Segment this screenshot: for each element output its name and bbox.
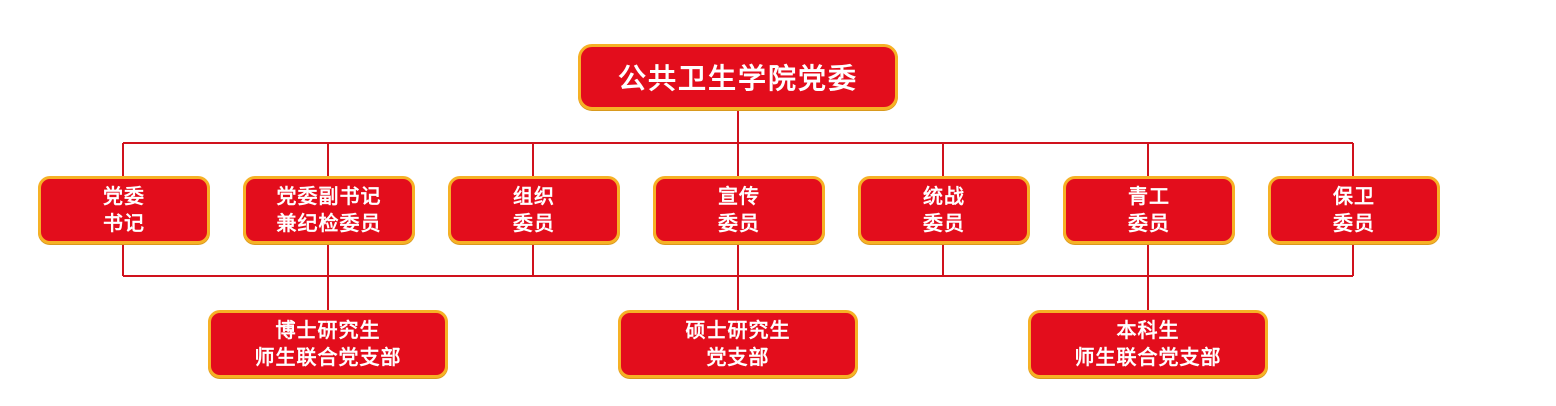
committee-label-line1: 党委: [103, 184, 145, 208]
committee-label-line1: 青工: [1128, 184, 1170, 208]
branch-box-masters: 硕士研究生 党支部: [618, 310, 858, 378]
committee-label-line2: 书记: [103, 211, 145, 235]
committee-box-secretary: 党委 书记: [38, 176, 210, 244]
committee-label-line2: 委员: [923, 211, 965, 235]
committee-box-security: 保卫 委员: [1268, 176, 1440, 244]
committee-label-line1: 组织: [513, 184, 555, 208]
party-committee-label: 公共卫生学院党委: [617, 62, 858, 95]
branch-label-line1: 本科生: [1116, 318, 1180, 342]
committee-label-line2: 委员: [718, 211, 760, 235]
branch-label-line2: 师生联合党支部: [254, 345, 402, 369]
committee-box-youth-work: 青工 委员: [1063, 176, 1235, 244]
committee-label-line2: 委员: [513, 211, 555, 235]
committee-box-united-front: 统战 委员: [858, 176, 1030, 244]
committee-label-line1: 宣传: [718, 184, 760, 208]
branch-label-line1: 硕士研究生: [685, 318, 791, 342]
party-committee-box: 公共卫生学院党委: [578, 44, 898, 110]
committee-label-line2: 兼纪检委员: [276, 211, 382, 235]
branch-label-line2: 党支部: [706, 345, 770, 369]
committee-box-deputy-secretary: 党委副书记 兼纪检委员: [243, 176, 415, 244]
branch-label-line2: 师生联合党支部: [1074, 345, 1222, 369]
branch-box-doctoral: 博士研究生 师生联合党支部: [208, 310, 448, 378]
committee-label-line1: 统战: [923, 184, 965, 208]
committee-label-line1: 保卫: [1333, 184, 1375, 208]
branch-box-undergraduate: 本科生 师生联合党支部: [1028, 310, 1268, 378]
committee-label-line1: 党委副书记: [276, 184, 382, 208]
committee-box-publicity: 宣传 委员: [653, 176, 825, 244]
committee-box-organization: 组织 委员: [448, 176, 620, 244]
branch-label-line1: 博士研究生: [275, 318, 381, 342]
committee-label-line2: 委员: [1128, 211, 1170, 235]
committee-label-line2: 委员: [1333, 211, 1375, 235]
